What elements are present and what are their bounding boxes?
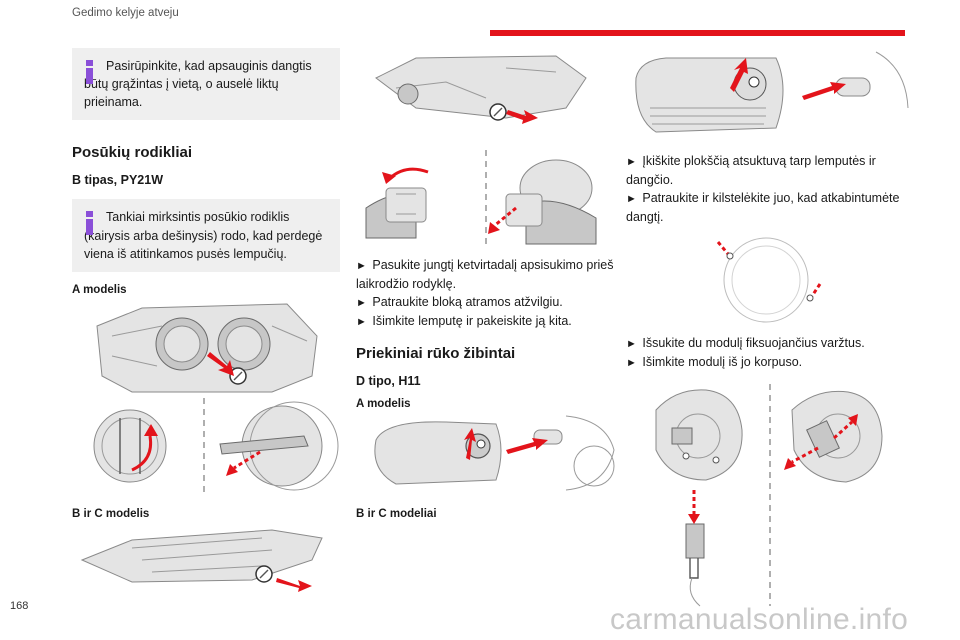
info-note-cover: Pasirūpinkite, kad apsauginis dangtis bū…: [72, 48, 340, 121]
headlamp-model-a-illustration: [96, 303, 318, 393]
subheading-type-b: B tipas, PY21W: [72, 173, 163, 188]
step-item: ► Išsukite du modulį fiksuojančius varžt…: [626, 336, 865, 351]
header-accent-bar: [490, 30, 905, 36]
info-icon: [86, 60, 94, 84]
steps-module: ► Išsukite du modulį fiksuojančius varžt…: [626, 334, 911, 372]
headlamp-rear-illustration: [375, 55, 587, 124]
section-heading-turn-signals: Posūkių rodikliai: [72, 144, 193, 162]
headlamp-model-bc-illustration: [80, 529, 323, 592]
bulb-cap-twist-illustration: [93, 397, 339, 496]
subheading-type-d: D tipo, H11: [356, 373, 421, 388]
fog-lamp-model-a-illustration: [374, 415, 615, 491]
step-item: ► Išimkite lemputę ir pakeiskite ją kita…: [356, 314, 572, 328]
fog-model-a-label: A modelis: [356, 397, 411, 410]
column-right: ► Įkiškite plokščią atsuktuvą tarp lempu…: [626, 48, 911, 610]
fog-bulb-removal-illustration: [655, 384, 883, 607]
column-left: Pasirūpinkite, kad apsauginis dangtis bū…: [72, 48, 340, 600]
step-item: ► Išimkite modulį iš jo korpuso.: [626, 355, 803, 370]
model-bc-label: B ir C modelis: [72, 507, 150, 520]
info-note-text: Tankiai mirksintis posūkio rodiklis (kai…: [84, 210, 323, 261]
section-title: Gedimo kelyje atveju: [72, 7, 179, 19]
step-item: ► Įkiškite plokščią atsuktuvą tarp lempu…: [626, 154, 876, 187]
fog-model-bc-label: B ir C modeliai: [356, 507, 437, 520]
model-a-label: A modelis: [72, 283, 127, 296]
page-number: 168: [10, 600, 29, 612]
steps-cover: ► Įkiškite plokščią atsuktuvą tarp lempu…: [626, 152, 911, 226]
fog-lamp-model-bc-illustration: [635, 51, 909, 133]
section-heading-fog-lamps: Priekiniai rūko žibintai: [356, 344, 516, 362]
step-item: ► Patraukite ir kilstelėkite juo, kad at…: [626, 191, 900, 224]
steps-connector: ► Pasukite jungtį ketvirtadalį apsisukim…: [356, 256, 618, 331]
step-item: ► Patraukite bloką atramos atžvilgiu.: [356, 295, 563, 310]
info-note-text: Pasirūpinkite, kad apsauginis dangtis bū…: [84, 59, 312, 110]
watermark: carmanualsonline.info: [610, 603, 909, 636]
info-note-blinker: Tankiai mirksintis posūkio rodiklis (kai…: [72, 199, 340, 272]
info-icon: [86, 211, 94, 236]
fog-module-screws-illustration: [716, 237, 822, 323]
connector-twist-illustration: [365, 150, 597, 246]
column-middle: ► Pasukite jungtį ketvirtadalį apsisukim…: [356, 48, 618, 520]
step-item: ► Pasukite jungtį ketvirtadalį apsisukim…: [356, 258, 614, 291]
